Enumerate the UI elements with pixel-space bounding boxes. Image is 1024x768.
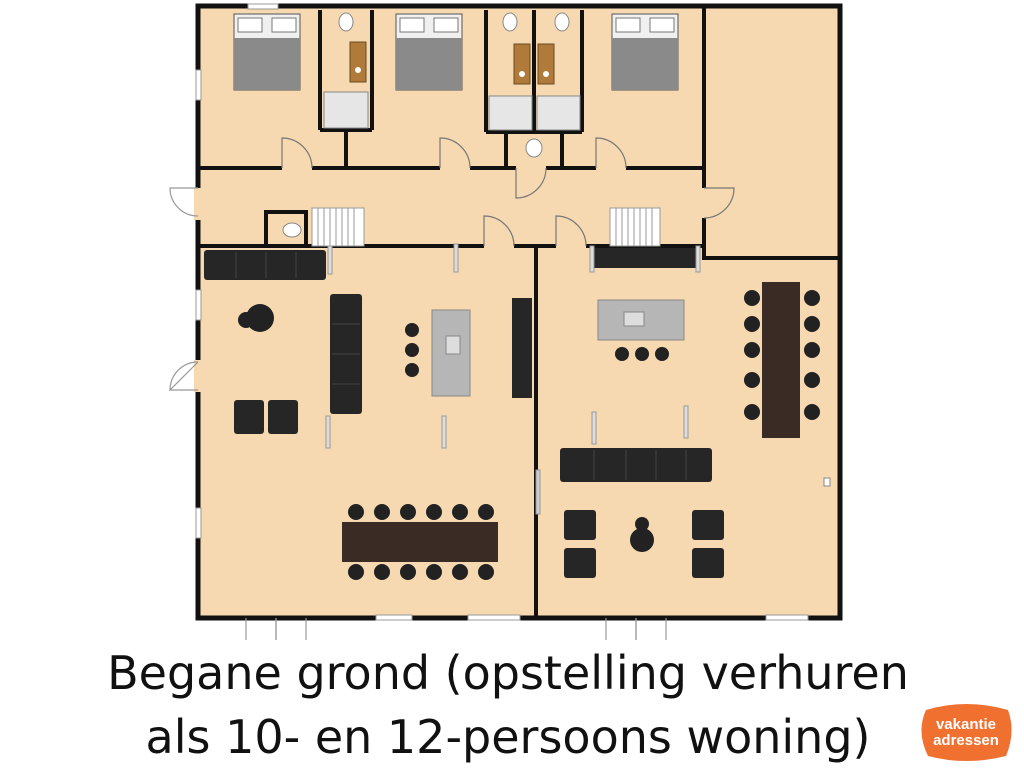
dining-table-left — [342, 522, 498, 562]
bed-2 — [395, 13, 463, 91]
bed-3 — [611, 13, 679, 91]
dining-table-right — [762, 282, 800, 438]
right-room-furniture — [560, 245, 831, 578]
sideboard-right — [594, 248, 696, 268]
bathrooms — [282, 12, 581, 238]
caption-line-2: als 10- en 12-persoons woning) — [145, 710, 871, 764]
armchair — [268, 400, 298, 434]
caption-line-1: Begane grond (opstelling verhuren — [107, 646, 909, 700]
stairs — [311, 207, 661, 247]
vakantieadressen-logo: vakantie adressen — [916, 700, 1016, 762]
beds — [233, 13, 679, 91]
floor-plan — [168, 3, 843, 640]
door-openings — [194, 164, 708, 392]
windows — [195, 3, 809, 621]
sofa-right — [560, 448, 712, 482]
armchair — [234, 400, 264, 434]
dining-chairs-left — [348, 504, 494, 580]
logo-shape — [921, 704, 1012, 761]
dining-chairs-right — [744, 290, 820, 420]
bed-1 — [233, 13, 301, 91]
cabinet-left — [512, 298, 532, 398]
side-table — [246, 304, 274, 332]
door-swings — [168, 137, 735, 640]
outer-walls — [195, 3, 843, 621]
sofa-top-left — [204, 250, 326, 280]
logo-text-line-1: vakantie — [935, 716, 997, 733]
left-room-furniture — [204, 243, 532, 562]
logo-text-line-2: adressen — [933, 732, 999, 749]
